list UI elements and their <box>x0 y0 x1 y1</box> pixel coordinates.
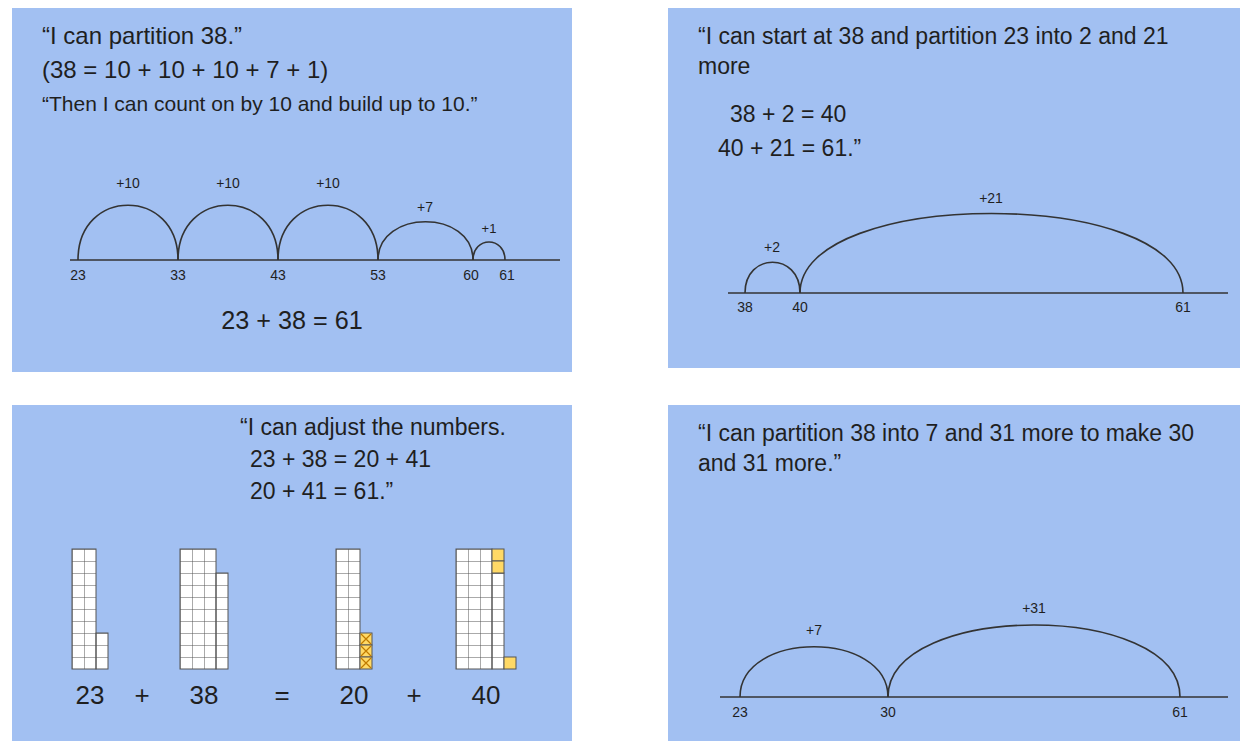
number-label: +10 <box>316 176 340 191</box>
number-line-axis <box>728 292 1228 294</box>
number-label: 23 <box>732 705 748 720</box>
number-label: 20 <box>340 681 369 710</box>
strategy-panel: “I can partition 38 into 7 and 31 more t… <box>668 405 1240 741</box>
number-label: 61 <box>1172 705 1188 720</box>
strategy-panel: “I can partition 38.”(38 = 10 + 10 + 10 … <box>12 8 572 372</box>
added-cell <box>492 549 504 561</box>
number-label: +31 <box>1022 601 1046 616</box>
cross-out-marks <box>361 634 371 668</box>
number-line <box>668 8 1240 368</box>
number-label: 38 <box>737 300 753 315</box>
number-label: 38 <box>190 681 219 710</box>
ten-columns <box>180 549 216 669</box>
strategy-panel: “I can adjust the numbers.23 + 38 = 20 +… <box>12 405 572 741</box>
panel-text: 23 + 38 = 20 + 41 <box>250 445 550 475</box>
jump-arc <box>473 242 505 260</box>
ten-columns <box>72 549 96 669</box>
unit-cells <box>96 633 108 669</box>
jump-arc <box>888 625 1180 697</box>
strategy-panel: “I can start at 38 and partition 23 into… <box>668 8 1240 368</box>
panel-text: 23 + 38 = 61 <box>12 304 572 337</box>
number-label: 30 <box>880 705 896 720</box>
number-label: +10 <box>116 176 140 191</box>
jump-arc <box>78 205 178 260</box>
number-label: 33 <box>170 268 186 283</box>
number-label: + <box>134 681 149 710</box>
number-label: 43 <box>270 268 286 283</box>
number-label: +1 <box>482 222 497 236</box>
ten-columns <box>456 549 492 669</box>
jump-arc <box>745 262 800 293</box>
added-cell <box>504 657 516 669</box>
number-line-axis <box>70 259 560 261</box>
moved-cells <box>360 549 516 669</box>
number-label: 40 <box>792 300 808 315</box>
panel-text: (38 = 10 + 10 + 10 + 7 + 1) <box>42 54 562 85</box>
jump-arc <box>178 205 278 260</box>
number-label: = <box>274 681 289 710</box>
number-label: 61 <box>499 268 515 283</box>
panel-text: “I can partition 38.” <box>42 20 552 51</box>
panel-text: 38 + 2 = 40 <box>730 100 1130 130</box>
number-label: +21 <box>979 191 1003 206</box>
ten-columns <box>336 549 360 669</box>
number-label: 60 <box>463 268 479 283</box>
number-line-axis <box>720 696 1228 698</box>
jump-arcs <box>720 625 1228 697</box>
panel-text: “Then I can count on by 10 and build up … <box>42 90 567 117</box>
panel-text: “I can partition 38 into 7 and 31 more t… <box>698 419 1218 479</box>
jump-arc <box>378 222 473 260</box>
unit-columns <box>72 549 504 669</box>
jump-arc <box>740 647 888 697</box>
unit-cells <box>216 573 228 669</box>
number-label: +7 <box>417 200 433 215</box>
number-label: +2 <box>764 240 780 255</box>
added-cell <box>492 561 504 573</box>
number-label: 23 <box>70 268 86 283</box>
number-label: 61 <box>1175 300 1191 315</box>
number-label: 40 <box>472 681 501 710</box>
number-label: +7 <box>806 623 822 638</box>
jump-arc <box>278 205 378 260</box>
unit-cells <box>492 573 504 669</box>
panel-text: “I can start at 38 and partition 23 into… <box>698 22 1218 82</box>
number-label: 23 <box>76 681 105 710</box>
panel-text: “I can adjust the numbers. <box>240 413 565 443</box>
number-label: +10 <box>216 176 240 191</box>
panel-text: 40 + 21 = 61.” <box>718 134 1118 164</box>
jump-arcs <box>70 205 560 260</box>
jump-arc <box>800 214 1183 294</box>
panel-text: 20 + 41 = 61.” <box>250 477 550 507</box>
jump-arcs <box>728 214 1228 294</box>
number-label: 53 <box>370 268 386 283</box>
number-label: + <box>406 681 421 710</box>
